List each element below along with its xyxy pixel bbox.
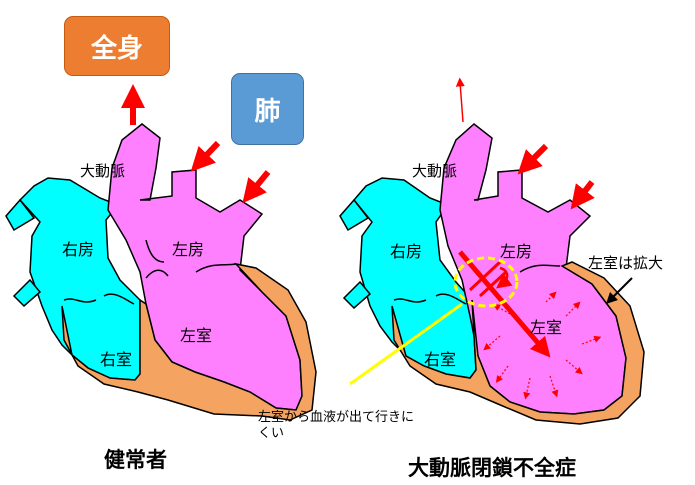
lv-dilated-note: 左室は拡大 [588,254,664,272]
weak-arrow-to-body [455,77,465,123]
annotation-pointer [349,302,463,386]
healthy-right-ventricle-label: 右室 [100,350,133,369]
disease-myocardium [391,261,645,425]
healthy-right-atrium-label: 右房 [62,240,95,259]
arrow-from-lungs-3 [517,143,549,175]
disease-right-ventricle-label: 右室 [424,350,457,369]
healthy-aorta-label: 大動脈 [80,162,126,180]
aortic-valve-highlight [453,256,519,308]
disease-aorta-label: 大動脈 [412,162,458,180]
arrow-from-lungs-2 [242,170,271,204]
disease-heart [339,77,645,425]
regurgitation-note: 左室から血液が出て行きにくい [258,410,415,441]
healthy-caption: 健常者 [104,448,167,472]
disease-right-atrium-label: 右房 [390,242,423,261]
disease-left-atrium-label: 左房 [500,242,533,261]
healthy-heart [5,84,317,421]
disease-left-ventricle-label: 左室 [530,318,563,337]
healthy-left-atrium-label: 左房 [172,240,205,259]
lungs-box: 肺 [231,73,304,145]
healthy-myocardium [61,262,317,421]
dilated-lv-pointer [611,277,633,299]
arrow-from-lungs-1 [190,140,221,172]
arrow-from-lungs-4 [570,180,595,210]
systemic-circulation-box: 全身 [64,16,170,76]
dilation-arrows [483,291,602,400]
disease-caption: 大動脈閉鎖不全症 [408,456,576,480]
healthy-left-ventricle-label: 左室 [180,326,213,345]
